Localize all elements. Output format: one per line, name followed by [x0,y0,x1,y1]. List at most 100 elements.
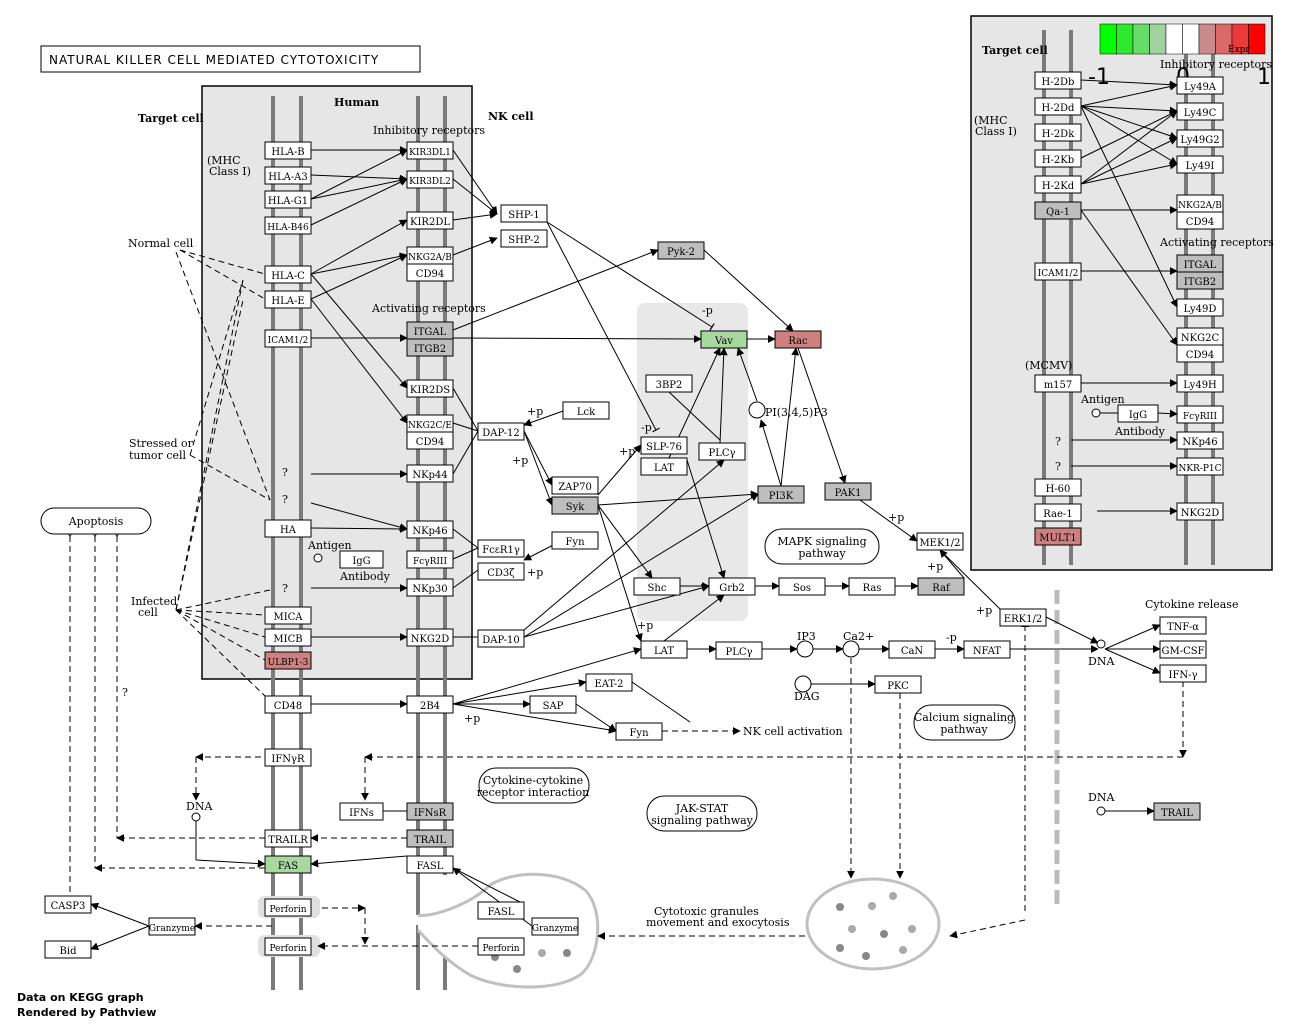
gene-node-ulbp13[interactable]: ULBP1-3 [264,651,312,670]
gene-box[interactable] [264,141,312,160]
gene-node-ifnyr[interactable]: IFNγR [264,748,312,767]
gene-box[interactable] [916,532,964,551]
gene-box[interactable] [339,550,384,569]
gene-node-sos[interactable]: Sos [778,577,826,596]
gene-box[interactable] [615,722,663,741]
gene-node-fasl2[interactable]: FASL [477,901,525,920]
gene-node-hla-b[interactable]: HLA-B [264,141,312,160]
gene-box[interactable] [406,263,454,282]
gene-node-nkg2d2[interactable]: NKG2D [1176,502,1224,521]
gene-box[interactable] [1153,802,1201,821]
gene-node-fcgr3b[interactable]: FcγRIII [1176,405,1224,424]
gene-box[interactable] [698,442,746,461]
gene-node-nkg2abb[interactable]: NKG2A/B [1176,194,1224,213]
gene-box[interactable] [477,539,525,558]
gene-box[interactable] [264,695,312,714]
gene-box[interactable] [824,482,872,501]
gene-box[interactable] [264,628,312,647]
gene-node-nkg2cb[interactable]: NKG2C [1176,327,1224,346]
gene-box[interactable] [1159,664,1207,683]
gene-node-grb2[interactable]: Grb2 [708,577,756,596]
gene-node-syk[interactable]: Syk [551,496,599,515]
gene-node-perforin3[interactable]: Perforin [477,937,525,956]
gene-node-slp76[interactable]: SLP-76 [640,436,688,455]
gene-box[interactable] [264,748,312,767]
gene-box[interactable] [406,628,454,647]
gene-node-trail2[interactable]: TRAIL [1153,802,1201,821]
pi345p3-compound[interactable] [748,401,766,419]
gene-box[interactable] [1176,374,1224,393]
gene-box[interactable] [477,901,525,920]
gene-node-icam12b[interactable]: ICAM1/2 [1034,262,1082,281]
gene-box[interactable] [1176,502,1224,521]
gene-node-fcgr3[interactable]: FcγRIII [406,550,454,569]
gene-box[interactable] [1034,71,1082,90]
gene-node-plcy2[interactable]: PLCγ [715,641,763,660]
gene-box[interactable] [339,802,384,821]
gene-node-cd3z[interactable]: CD3ζ [477,562,525,581]
gene-box[interactable] [1176,129,1224,148]
gene-box[interactable] [148,917,196,936]
gene-node-hla-g1[interactable]: HLA-G1 [264,190,312,209]
gene-box[interactable] [406,379,454,398]
gene-box[interactable] [406,170,454,189]
gene-box[interactable] [477,937,525,956]
gene-box[interactable] [640,436,688,455]
gene-box[interactable] [888,640,936,659]
gene-node-nkp44[interactable]: NKp44 [406,464,454,483]
gene-node-fasl1[interactable]: FASL [406,855,454,874]
gene-node-m157[interactable]: m157 [1034,374,1082,393]
gene-box[interactable] [264,265,312,284]
gene-node-micb[interactable]: MICB [264,628,312,647]
gene-box[interactable] [406,855,454,874]
gene-box[interactable] [264,190,312,209]
gene-box[interactable] [1159,640,1207,659]
gene-node-nkg2ce[interactable]: NKG2C/E [406,414,454,433]
gene-box[interactable] [778,577,826,596]
gene-node-h2dd[interactable]: H-2Dd [1034,97,1082,116]
gene-box[interactable] [1034,149,1082,168]
gene-box[interactable] [406,211,454,230]
gene-box[interactable] [1034,262,1082,281]
gene-node-ras[interactable]: Ras [848,577,896,596]
gene-node-shc[interactable]: Shc [633,577,681,596]
gene-box[interactable] [44,940,92,959]
gene-node-ly49d[interactable]: Ly49D [1176,298,1224,317]
gene-box[interactable] [562,401,610,420]
gene-box[interactable] [264,829,312,848]
gene-node-ly49i[interactable]: Ly49I [1176,155,1224,174]
gene-box[interactable] [640,457,688,476]
gene-node-nkg2d[interactable]: NKG2D [406,628,454,647]
gene-node-pak1[interactable]: PAK1 [824,482,872,501]
ca2-compound[interactable] [842,640,860,658]
gene-box[interactable] [774,330,822,349]
gene-box[interactable] [264,290,312,309]
gene-node-lat1[interactable]: LAT [640,457,688,476]
gene-box[interactable] [633,577,681,596]
gene-node-h60[interactable]: H-60 [1034,478,1082,497]
gene-box[interactable] [477,562,525,581]
gene-node-ifnsr[interactable]: IFNsR [406,802,454,821]
gene-node-plcy1[interactable]: PLCγ [698,442,746,461]
gene-node-3bp2[interactable]: 3BP2 [645,374,693,393]
gene-node-itgb2b[interactable]: ITGB2 [1176,271,1224,290]
gene-box[interactable] [1034,123,1082,142]
gene-node-icam12[interactable]: ICAM1/2 [264,329,312,348]
gene-box[interactable] [406,695,454,714]
gene-box[interactable] [406,802,454,821]
gene-node-raf[interactable]: Raf [917,577,965,596]
gene-box[interactable] [1176,102,1224,121]
gene-box[interactable] [963,640,1011,659]
gene-box[interactable] [531,917,579,936]
gene-box[interactable] [917,577,965,596]
gene-node-mult1[interactable]: MULT1 [1034,527,1082,546]
dag-compound[interactable] [794,675,812,693]
gene-box[interactable] [1176,271,1224,290]
gene-node-h2dk[interactable]: H-2Dk [1034,123,1082,142]
gene-node-h2kb[interactable]: H-2Kb [1034,149,1082,168]
gene-node-vav[interactable]: Vav [700,330,748,349]
gene-node-eat2[interactable]: EAT-2 [585,673,633,692]
gene-node-cd94b[interactable]: CD94 [406,431,454,450]
ip3-compound[interactable] [796,640,814,658]
jakstat-pathway-link[interactable] [646,795,758,832]
